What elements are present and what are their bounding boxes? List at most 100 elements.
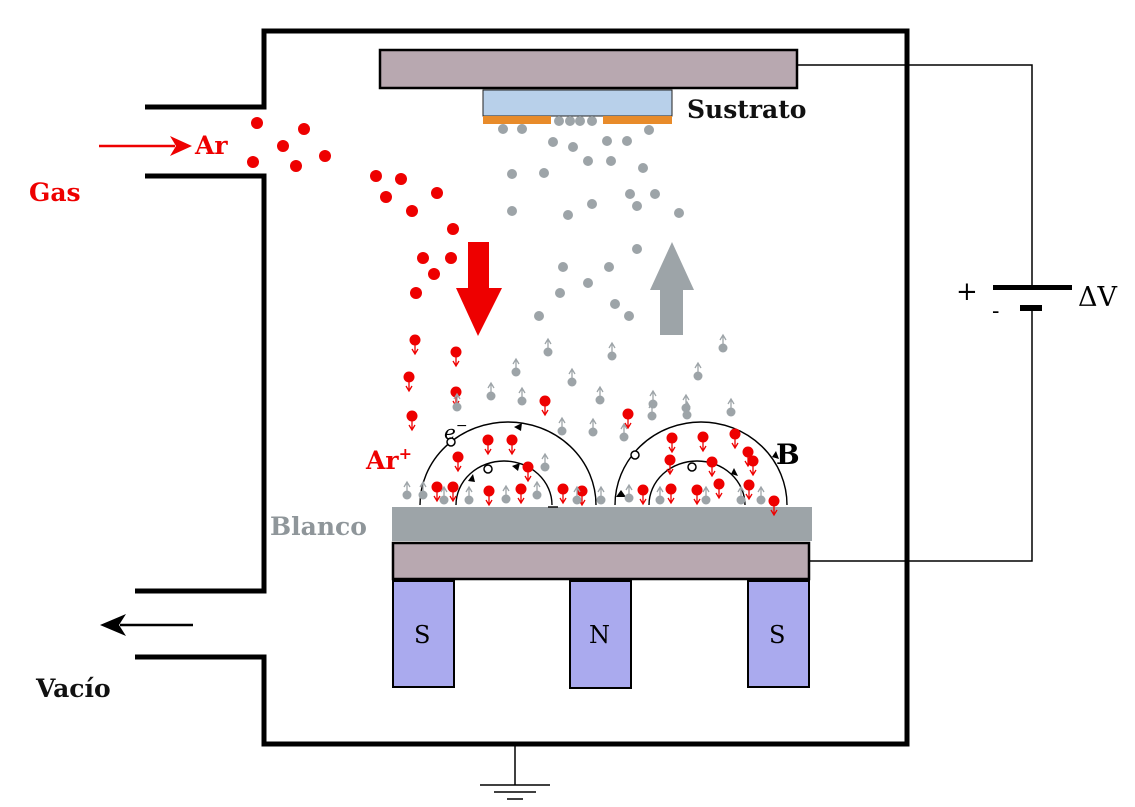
argon-ion <box>483 485 495 497</box>
sputtered-atom-arrow <box>620 422 628 434</box>
sputtered-atom-arrow <box>544 337 552 349</box>
sputtered-atom <box>548 137 558 147</box>
argon-atom <box>417 252 429 264</box>
sputtered-atom <box>682 410 692 420</box>
sputtered-atom-arrow <box>518 386 526 398</box>
argon-ion-arrow <box>715 488 723 500</box>
sputtered-atom-arrow <box>440 485 448 497</box>
argon-atom <box>428 268 440 280</box>
sputtered-atom <box>568 142 578 152</box>
sputtered-atom <box>452 402 462 412</box>
argon-ion-arrow <box>749 465 757 477</box>
sputtered-atom-arrow <box>453 392 461 404</box>
sputtered-atom-arrow <box>558 416 566 428</box>
argon-ion <box>409 334 421 346</box>
substrate-contact-left <box>483 116 551 124</box>
argon-ion-arrow <box>454 461 462 473</box>
argon-ion-arrow <box>411 344 419 356</box>
sputtered-atom-arrow <box>512 357 520 369</box>
sputtered-atom <box>543 347 553 357</box>
magnet-south-right <box>747 580 810 688</box>
argon-ion <box>506 434 518 446</box>
sputtered-atom <box>540 462 550 472</box>
argon-ion-arrow <box>484 444 492 456</box>
magnet-south-left <box>392 580 455 688</box>
argon-ion <box>515 483 527 495</box>
sputtered-atom <box>701 495 711 505</box>
magnetic-field-lines <box>419 421 788 506</box>
argon-ion <box>743 479 755 491</box>
sputtered-atom <box>507 169 517 179</box>
target <box>392 507 812 541</box>
arrow-down-icon <box>456 242 502 336</box>
argon-ion-arrow <box>508 444 516 456</box>
circuit-wire-top <box>797 64 1033 287</box>
argon-ion <box>557 483 569 495</box>
sputtered-atom-arrow <box>596 385 604 397</box>
argon-ion <box>522 461 534 473</box>
sputtered-atom <box>557 426 567 436</box>
argon-ion <box>729 428 741 440</box>
sputtered-atom <box>622 136 632 146</box>
sputtered-atom <box>517 396 527 406</box>
argon-atom <box>445 252 457 264</box>
sputtered-atom <box>606 156 616 166</box>
sputtered-atom <box>539 168 549 178</box>
sputtered-atom <box>402 490 412 500</box>
sputtered-atom <box>575 116 585 126</box>
sputtered-atom <box>650 189 660 199</box>
argon-ion <box>482 434 494 446</box>
sputtered-atom <box>602 136 612 146</box>
electron-markers <box>446 437 697 474</box>
argon-atom <box>290 160 302 172</box>
sputtered-atom <box>583 278 593 288</box>
sputtered-atom <box>572 495 582 505</box>
sputtered-atom <box>587 116 597 126</box>
sputtered-atom-arrow <box>419 480 427 492</box>
sputtered-atom <box>418 490 428 500</box>
sputtered-atom-arrow <box>727 397 735 409</box>
sputtered-atom-arrow <box>737 485 745 497</box>
argon-ion <box>406 410 418 422</box>
argon-ion-arrow <box>668 442 676 454</box>
argon-atom <box>370 170 382 182</box>
sputtered-atom-arrow <box>683 400 691 412</box>
sputtered-atom-arrow <box>656 485 664 497</box>
argon-ion <box>664 454 676 466</box>
sputtered-atom-arrow <box>649 389 657 401</box>
sputtered-atom <box>554 116 564 126</box>
bottom-electrode <box>391 541 811 581</box>
argon-ion-arrow <box>731 438 739 450</box>
battery-icon <box>993 285 1072 311</box>
argon-atom <box>277 140 289 152</box>
argon-ion <box>450 386 462 398</box>
argon-atom <box>406 205 418 217</box>
argon-ion-arrow <box>667 493 675 505</box>
field-direction-arrows <box>468 423 779 497</box>
ar-inlet-label: Ar <box>194 131 228 160</box>
argon-ion <box>622 408 634 420</box>
argon-ion <box>706 456 718 468</box>
argon-ion-arrow <box>624 418 632 430</box>
argon-ion <box>447 481 459 493</box>
sputtered-atom <box>587 199 597 209</box>
argon-ion <box>666 432 678 444</box>
argon-ion-arrow <box>517 493 525 505</box>
substrate <box>482 89 673 117</box>
sputtered-atom <box>756 495 766 505</box>
sputtered-atom-arrow <box>757 485 765 497</box>
sputtered-atom <box>563 210 573 220</box>
chamber-wall <box>135 28 910 747</box>
ground-icon <box>480 746 550 800</box>
sputtered-atom-arrow <box>589 417 597 429</box>
sputtered-atom <box>681 403 691 413</box>
argon-ion-arrow <box>770 505 778 517</box>
sputtered-atom-arrow <box>568 367 576 379</box>
ar-ion-label: Ar+ <box>365 444 412 475</box>
argon-ion-arrow <box>408 420 416 432</box>
gas-label: Gas <box>29 178 81 207</box>
argon-atom <box>410 287 422 299</box>
argon-atom <box>251 117 263 129</box>
sputtered-atom <box>625 189 635 199</box>
